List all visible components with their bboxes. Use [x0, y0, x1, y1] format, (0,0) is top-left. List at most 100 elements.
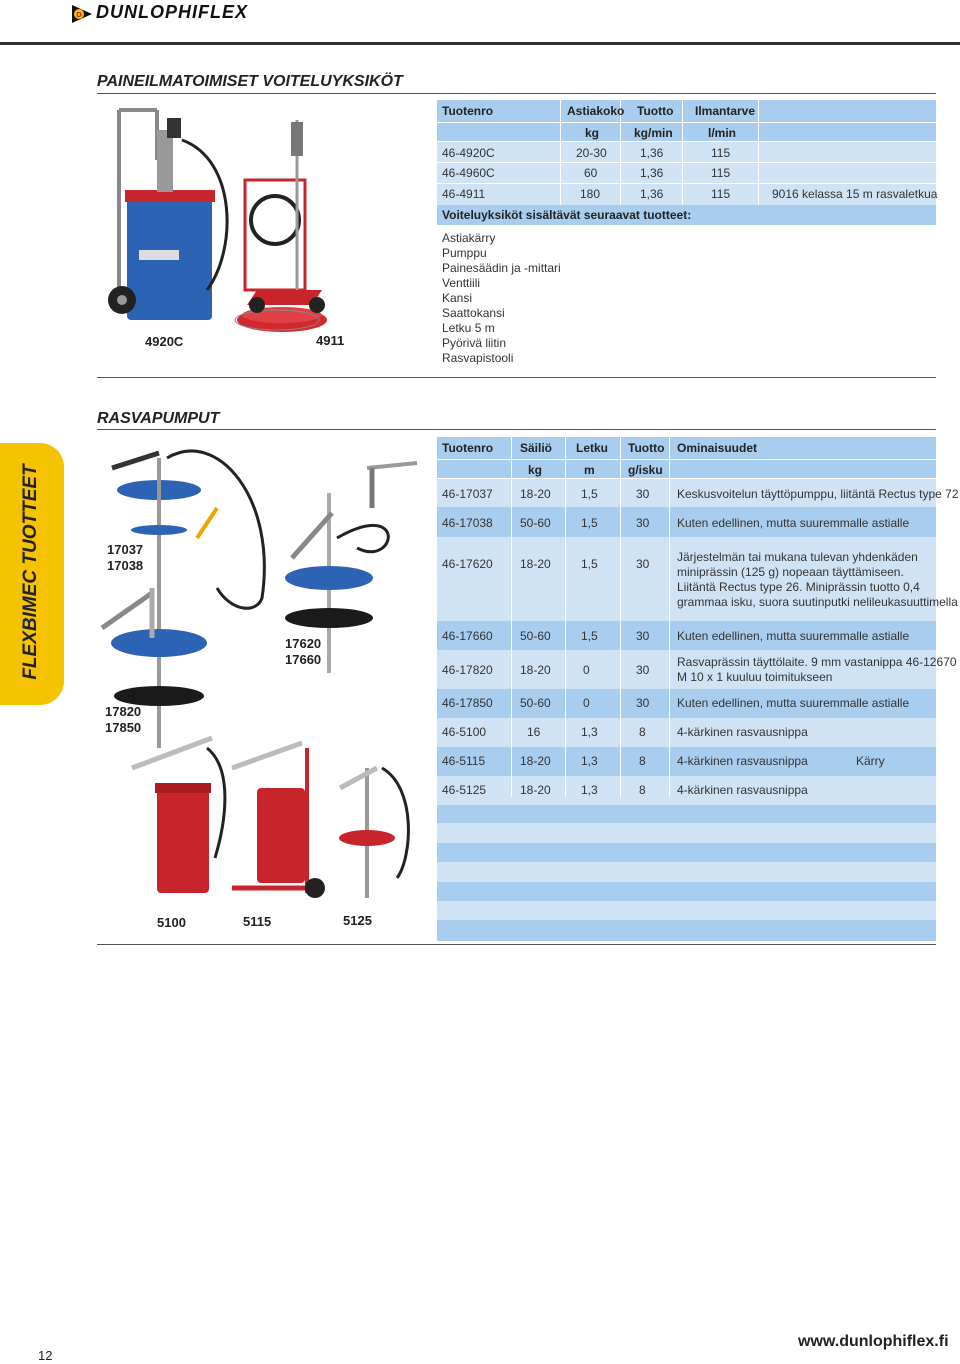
table-cell: Kuten edellinen, mutta suuremmalle astia…: [677, 516, 910, 530]
greasing-units-image: [108, 108, 327, 332]
header-tuotenro: Tuotenro: [442, 441, 494, 455]
table-cell: 46-17820: [442, 663, 493, 677]
table-cell: 30: [636, 629, 650, 643]
table-cell: 1,36: [640, 187, 664, 201]
header-tuotto: Tuotto: [628, 441, 665, 455]
table-cell: 1,3: [581, 783, 598, 797]
table-cell: 115: [711, 166, 731, 180]
table-cell: 8: [639, 783, 646, 797]
table-cell: 180: [580, 187, 601, 201]
unit-kgmin: kg/min: [634, 126, 673, 140]
table-cell: Kuten edellinen, mutta suuremmalle astia…: [677, 629, 910, 643]
table-cell: 1,36: [640, 166, 664, 180]
table-cell: 30: [636, 557, 650, 571]
unit-kg: kg: [528, 463, 543, 477]
includes-title: Voiteluyksiköt sisältävät seuraavat tuot…: [442, 208, 692, 222]
side-tab: FLEXBIMEC TUOTTEET: [0, 443, 64, 705]
header-tuotenro: Tuotenro: [442, 104, 494, 118]
table-cell: 1,5: [581, 516, 598, 530]
side-tab-text: FLEXBIMEC TUOTTEET: [20, 464, 41, 680]
table-cell: 0: [583, 663, 590, 677]
table-cell: 18-20: [520, 754, 551, 768]
page-number: 12: [38, 1348, 53, 1363]
table-cell: 1,5: [581, 557, 598, 571]
table-cell: 0: [583, 696, 590, 710]
table-cell: 4-kärkinen rasvausnippa: [677, 725, 808, 739]
dunlop-arrow-icon: D: [72, 5, 92, 23]
table-cell: 1,5: [581, 629, 598, 643]
table-cell: 46-5125: [442, 783, 487, 797]
table-cell: 115: [711, 187, 731, 201]
table-cell: 4-kärkinen rasvausnippa: [677, 783, 808, 797]
table-cell: 1,3: [581, 754, 598, 768]
header-tuotto: Tuotto: [637, 104, 674, 118]
table-cell: Järjestelmän tai mukana tulevan yhdenkäd…: [677, 550, 958, 609]
section2-rule: [97, 429, 936, 430]
list-item: Kansi: [442, 291, 473, 305]
header-astiakoko: Astiakoko: [567, 104, 625, 118]
table-cell: 30: [636, 516, 650, 530]
table-cell: 8: [639, 725, 646, 739]
section1-title: PAINEILMATOIMISET VOITELUYKSIKÖT: [97, 73, 403, 90]
table-cell: Kuten edellinen, mutta suuremmalle astia…: [677, 696, 910, 710]
image-label-17820-17850: 17820 17850: [105, 704, 142, 735]
list-item: Rasvapistooli: [442, 351, 514, 365]
table-cell: 46-17620: [442, 557, 493, 571]
image-label-4911: 4911: [316, 333, 345, 348]
table-cell: 50-60: [520, 629, 551, 643]
table-cell: 46-5115: [442, 754, 486, 768]
table-cell: 20-30: [576, 146, 607, 160]
footer-url[interactable]: www.dunlophiflex.fi: [798, 1333, 949, 1350]
unit-kg: kg: [585, 126, 600, 140]
table-cell: 46-17037: [442, 487, 493, 501]
table-cell: 16: [527, 725, 541, 739]
table-cell: Keskusvoitelun täyttöpumppu, liitäntä Re…: [677, 487, 959, 501]
header-letku: Letku: [576, 441, 609, 455]
unit-lmin: l/min: [708, 126, 737, 140]
table-cell: 30: [636, 487, 650, 501]
table-cell: 50-60: [520, 516, 551, 530]
table-cell: 30: [636, 663, 650, 677]
list-item: Saattokansi: [442, 306, 505, 320]
section2-title: RASVAPUMPUT: [97, 410, 220, 427]
table-cell: 46-17660: [442, 629, 493, 643]
table-cell: Kärry: [856, 754, 885, 768]
table-cell: 9016 kelassa 15 m rasvaletkua: [772, 187, 938, 201]
unit-m: m: [584, 463, 595, 477]
list-item: Pyörivä liitin: [442, 336, 507, 350]
table-cell: 1,5: [581, 487, 598, 501]
image-label-4920c: 4920C: [145, 334, 184, 349]
table-cell: 18-20: [520, 557, 551, 571]
table-cell: 46-4911: [442, 187, 486, 201]
table-cell: 46-4920C: [442, 146, 495, 160]
header-ilmantarve: Ilmantarve: [695, 104, 756, 118]
list-item: Painesäädin ja -mittari: [442, 261, 561, 275]
table-cell: 18-20: [520, 783, 551, 797]
list-item: Pumppu: [442, 246, 487, 260]
image-label-5100: 5100: [157, 915, 186, 930]
unit-gisku: g/isku: [628, 463, 663, 477]
table-cell: 115: [711, 146, 731, 160]
image-label-5125: 5125: [343, 913, 372, 928]
table-cell: 1,36: [640, 146, 664, 160]
list-item: Venttiili: [442, 276, 481, 290]
table-cell: 60: [584, 166, 598, 180]
table-cell: 18-20: [520, 663, 551, 677]
image-label-17620-17660: 17620 17660: [285, 636, 322, 667]
table-cell: 50-60: [520, 696, 551, 710]
table-cell: 8: [639, 754, 646, 768]
brand-logo: D DUNLOPHIFLEX: [70, 2, 320, 26]
header-ominaisuudet: Ominaisuudet: [677, 441, 758, 455]
table-cell: 46-17038: [442, 516, 493, 530]
table-cell: 1,3: [581, 725, 598, 739]
table-cell: 46-17850: [442, 696, 493, 710]
top-rule: [0, 42, 960, 45]
image-label-17037-17038: 17037 17038: [107, 542, 144, 573]
list-item: Astiakärry: [442, 231, 496, 245]
section2-bottom-rule: [97, 944, 936, 945]
table-cell: 46-4960C: [442, 166, 495, 180]
table-cell: 4-kärkinen rasvausnippa: [677, 754, 808, 768]
grease-pumps-image: [100, 449, 418, 898]
section1-rule: [97, 93, 936, 94]
table-cell: 18-20: [520, 487, 551, 501]
